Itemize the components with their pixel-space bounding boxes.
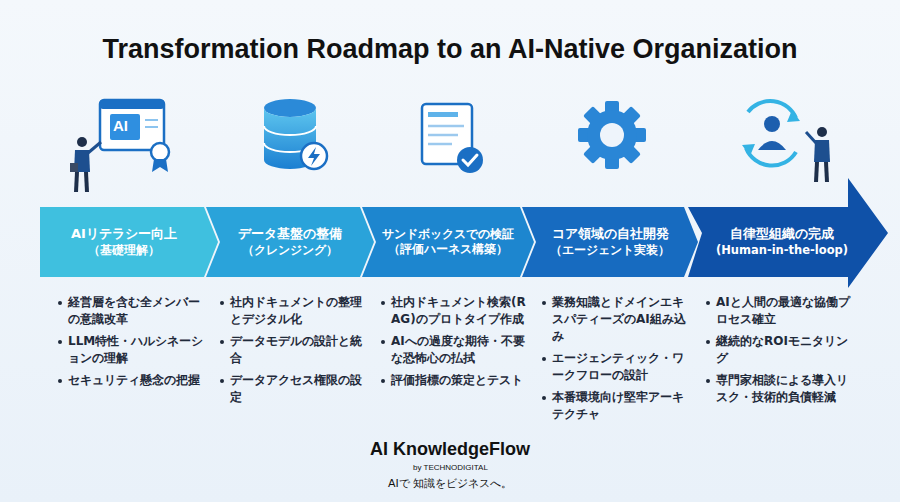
- chevron-text-area: 自律型組織の完成(Human-in-the-loop): [704, 207, 860, 277]
- bullet-dot: [542, 301, 546, 305]
- bullet-item: AIと人間の最適な協働プロセス確立: [706, 294, 858, 328]
- bullet-text: AIへの過度な期待・不要な恐怖心の払拭: [391, 333, 533, 367]
- bullet-text: 経営層を含む全メンバーの意識改革: [68, 294, 210, 328]
- bullet-column: 社内ドキュメントの整理とデジタル化データモデルの設計と統合データアクセス権限の設…: [220, 294, 372, 411]
- bullet-column: 業務知識とドメインエキスパティーズのAI組み込みエージェンティック・ワークフロー…: [542, 294, 694, 428]
- chevron-text-area: サンドボックスでの検証（評価ハーネス構築）: [377, 207, 519, 277]
- chevron-shape: [206, 207, 374, 277]
- bullet-text: 本番環境向け堅牢アーキテクチャ: [552, 389, 694, 423]
- chevron-shape: [40, 207, 218, 277]
- brand-byline: by TECHNODIGITAL: [413, 463, 488, 472]
- document-check-icon: [422, 104, 483, 173]
- bullet-item: 本番環境向け堅牢アーキテクチャ: [542, 389, 694, 423]
- chevron-text-area: AIリテラシー向上（基礎理解）: [46, 207, 202, 277]
- chevron-shape: [522, 207, 698, 277]
- bullet-text: 社内ドキュメントの整理とデジタル化: [230, 294, 372, 328]
- bullet-text: データアクセス権限の設定: [230, 372, 372, 406]
- stage-subheading: (Human-in-the-loop): [716, 243, 848, 258]
- bullet-text: LLM特性・ハルシネーションの理解: [68, 333, 210, 367]
- stage-chevron: データ基盤の整備（クレンジング）: [206, 207, 374, 277]
- bullet-dot: [381, 340, 385, 344]
- literacy-icon: [70, 100, 169, 192]
- stage-heading: 自律型組織の完成: [730, 226, 834, 243]
- stage-subheading: （クレンジング）: [242, 243, 338, 258]
- stage-heading: AIリテラシー向上: [71, 226, 177, 243]
- bullet-text: 評価指標の策定とテスト: [391, 372, 523, 389]
- bullet-dot: [706, 340, 710, 344]
- chevron-fill: [522, 207, 698, 277]
- bullet-item: 社内ドキュメントの整理とデジタル化: [220, 294, 372, 328]
- bullet-text: エージェンティック・ワークフローの設計: [552, 350, 694, 384]
- bullet-column: 社内ドキュメント検索(RAG)のプロトタイプ作成 AIへの過度な期待・不要な恐怖心…: [381, 294, 533, 394]
- bullet-column: AIと人間の最適な協働プロセス確立継続的なROIモニタリング専門家相談による導入…: [706, 294, 858, 411]
- chevron-shape: [362, 207, 534, 277]
- bullet-item: 業務知識とドメインエキスパティーズのAI組み込み: [542, 294, 694, 345]
- stage-chevron: 自律型組織の完成(Human-in-the-loop): [688, 178, 888, 288]
- stage-heading: データ基盤の整備: [238, 226, 342, 243]
- bullet-text: 専門家相談による導入リスク・技術的負債軽減: [716, 372, 858, 406]
- bullet-item: セキュリティ懸念の把握: [58, 372, 210, 389]
- bullet-dot: [381, 379, 385, 383]
- bullet-dot: [706, 301, 710, 305]
- stage-subheading: （評価ハーネス構築）: [388, 242, 508, 257]
- bullet-item: 専門家相談による導入リスク・技術的負債軽減: [706, 372, 858, 406]
- chevron-fill: [688, 178, 888, 288]
- bullet-item: エージェンティック・ワークフローの設計: [542, 350, 694, 384]
- bullet-text: AIと人間の最適な協働プロセス確立: [716, 294, 858, 328]
- icon-label: AI: [113, 117, 128, 134]
- bullet-dot: [58, 340, 62, 344]
- bullet-dot: [542, 396, 546, 400]
- chevron-text-area: データ基盤の整備（クレンジング）: [221, 207, 359, 277]
- bullet-item: 社内ドキュメント検索(RAG)のプロトタイプ作成: [381, 294, 533, 328]
- stage-subheading: （基礎理解）: [88, 243, 160, 258]
- bullet-dot: [706, 379, 710, 383]
- bullet-item: 継続的なROIモニタリング: [706, 333, 858, 367]
- bullet-item: 経営層を含む全メンバーの意識改革: [58, 294, 210, 328]
- bullet-text: セキュリティ懸念の把握: [68, 372, 200, 389]
- database-icon: [264, 99, 327, 169]
- bullet-text: 業務知識とドメインエキスパティーズのAI組み込み: [552, 294, 694, 345]
- chevron-fill: [40, 207, 218, 277]
- gear-icon: [578, 101, 646, 169]
- stage-chevron: サンドボックスでの検証（評価ハーネス構築）: [362, 207, 534, 277]
- bullet-item: データモデルの設計と統合: [220, 333, 372, 367]
- bullet-text: データモデルの設計と統合: [230, 333, 372, 367]
- chevron-fill: [362, 207, 534, 277]
- tagline: AIで 知識をビジネスへ。: [388, 476, 512, 491]
- bullet-item: 評価指標の策定とテスト: [381, 372, 533, 389]
- bullet-item: AIへの過度な期待・不要な恐怖心の払拭: [381, 333, 533, 367]
- bullet-dot: [220, 301, 224, 305]
- stage-heading: コア領域の自社開発: [552, 226, 669, 243]
- bullet-text: 社内ドキュメント検索(RAG)のプロトタイプ作成: [391, 294, 533, 328]
- bullet-dot: [542, 357, 546, 361]
- stage-chevron: AIリテラシー向上（基礎理解）: [40, 207, 218, 277]
- bullet-text: 継続的なROIモニタリング: [716, 333, 858, 367]
- bullet-dot: [58, 379, 62, 383]
- bullet-item: LLM特性・ハルシネーションの理解: [58, 333, 210, 367]
- autonomy-icon: [742, 101, 830, 182]
- bullet-column: 経営層を含む全メンバーの意識改革 LLM特性・ハルシネーションの理解セキュリティ懸…: [58, 294, 210, 394]
- stage-chevron: コア領域の自社開発（エージェント実装）: [522, 207, 698, 277]
- stage-heading: サンドボックスでの検証: [382, 227, 514, 243]
- stage-subheading: （エージェント実装）: [550, 243, 670, 258]
- bullet-dot: [220, 379, 224, 383]
- bullet-dot: [220, 340, 224, 344]
- chevron-fill: [206, 207, 374, 277]
- chevron-text-area: コア領域の自社開発（エージェント実装）: [537, 207, 683, 277]
- diagram-title: Transformation Roadmap to an AI-Native O…: [0, 34, 900, 65]
- bullet-item: データアクセス権限の設定: [220, 372, 372, 406]
- bullet-dot: [58, 301, 62, 305]
- bullet-dot: [381, 301, 385, 305]
- brand-name: AI KnowledgeFlow: [370, 439, 530, 460]
